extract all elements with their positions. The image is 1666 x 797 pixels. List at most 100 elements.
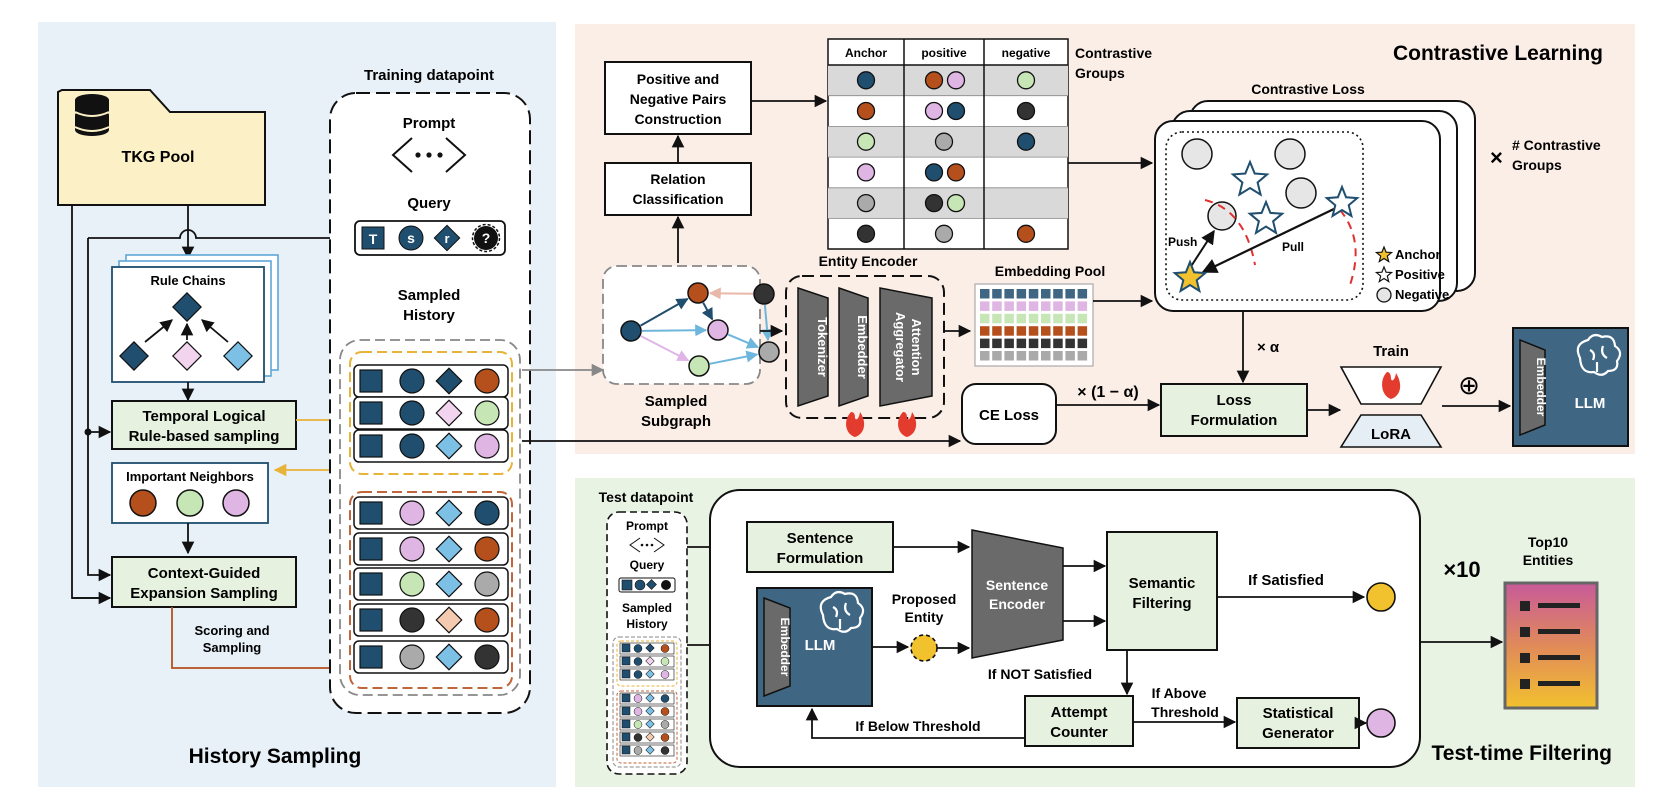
history-row-subject bbox=[399, 607, 425, 633]
query-label: Query bbox=[407, 195, 451, 212]
brain-icon-bottom bbox=[819, 590, 865, 633]
llm-embedder-top bbox=[1519, 338, 1546, 437]
embedding-cell bbox=[1053, 301, 1063, 311]
history-row-time bbox=[359, 369, 383, 393]
llm-top-label: LLM bbox=[1575, 395, 1606, 412]
mini-row-relation bbox=[645, 745, 655, 755]
mini-row-subject bbox=[633, 720, 643, 729]
embedding-cell bbox=[992, 301, 1002, 311]
mini-row-time bbox=[621, 643, 631, 653]
embedding-cell bbox=[1016, 351, 1027, 361]
sampled-history-label-1: Sampled bbox=[398, 287, 461, 304]
generated-entity-node bbox=[1366, 708, 1396, 738]
semantic-filtering-label-1: Semantic bbox=[1129, 575, 1196, 592]
table-negative-node bbox=[1016, 71, 1036, 90]
query-token-time bbox=[361, 226, 385, 250]
embedding-cell bbox=[1004, 289, 1014, 299]
tkg-pool-label: TKG Pool bbox=[122, 149, 195, 166]
embedding-cell bbox=[1077, 289, 1088, 299]
history-row-subject bbox=[399, 644, 425, 670]
sentence-formulation-box bbox=[746, 521, 894, 573]
table-anchor-node bbox=[856, 132, 876, 151]
mini-row-object bbox=[660, 644, 670, 653]
embedding-cell bbox=[1004, 351, 1014, 361]
proposed-entity-label-1: Proposed bbox=[892, 591, 957, 607]
mini-row-time bbox=[621, 706, 631, 716]
table-anchor-node bbox=[856, 101, 876, 121]
embedding-cell bbox=[1004, 301, 1014, 311]
statistical-generator-box bbox=[1236, 697, 1360, 749]
table-header-positive: positive bbox=[921, 46, 967, 60]
test-prompt-icon bbox=[629, 537, 665, 553]
subgraph-edge bbox=[640, 335, 690, 362]
negative-node-3 bbox=[1285, 177, 1317, 209]
embedding-cell bbox=[1065, 301, 1075, 311]
embedding-cell bbox=[1077, 338, 1088, 349]
test-query-strip bbox=[618, 577, 676, 593]
aggregator-label-1: Attention bbox=[909, 318, 924, 375]
lora-label: LoRA bbox=[1371, 426, 1411, 443]
aggregator-label-2: Aggregator bbox=[893, 312, 908, 382]
ce-loss-label: CE Loss bbox=[979, 407, 1039, 424]
mini-row-relation bbox=[645, 719, 655, 729]
embedding-cell bbox=[1041, 301, 1051, 311]
embedding-cell bbox=[1016, 313, 1027, 324]
scoring-label-2: Sampling bbox=[203, 640, 262, 655]
table-positive-node bbox=[924, 71, 944, 90]
embedding-cell bbox=[1053, 313, 1063, 324]
embedding-cell bbox=[980, 301, 990, 311]
mini-row-object bbox=[660, 720, 670, 729]
temporal-label-1: Temporal Logical bbox=[142, 408, 265, 425]
llm-embedder-top-label: Embedder bbox=[1534, 358, 1548, 417]
top10-label-2: Entities bbox=[1523, 552, 1574, 568]
history-row-time bbox=[359, 501, 383, 525]
table-positive-node bbox=[924, 193, 944, 213]
legend-anchor-label: Anchor bbox=[1395, 247, 1441, 262]
contrastive-loss-label: Contrastive Loss bbox=[1251, 81, 1365, 97]
embedding-cell bbox=[1004, 313, 1014, 324]
embedding-cell bbox=[1041, 313, 1051, 324]
embedding-cell bbox=[1053, 338, 1063, 349]
negative-node-1 bbox=[1181, 138, 1213, 170]
embedding-cell bbox=[1028, 289, 1039, 299]
history-row-time bbox=[359, 572, 383, 596]
if-satisfied-label: If Satisfied bbox=[1248, 572, 1324, 589]
table-positive-node bbox=[946, 101, 966, 121]
times-ten-label: ×10 bbox=[1443, 557, 1480, 582]
history-row-relation bbox=[435, 643, 463, 671]
embedding-cell bbox=[992, 313, 1002, 324]
history-row-object bbox=[474, 607, 500, 633]
rule-chains-label: Rule Chains bbox=[150, 273, 225, 288]
sampled-history-frame bbox=[339, 339, 521, 696]
alpha-label: × α bbox=[1257, 339, 1280, 356]
history-row bbox=[353, 429, 509, 463]
history-row-object bbox=[474, 368, 500, 394]
mini-row-time bbox=[621, 656, 631, 666]
test-sampled-label-1: Sampled bbox=[622, 601, 672, 615]
subgraph-edge bbox=[761, 304, 774, 342]
if-not-satisfied-label: If NOT Satisfied bbox=[988, 666, 1092, 682]
attention-aggregator-block bbox=[879, 287, 933, 407]
embedding-cell bbox=[980, 326, 990, 336]
legend-positive-star bbox=[1374, 265, 1394, 283]
embedder-block bbox=[838, 286, 869, 408]
neighbor-node-pink bbox=[222, 489, 250, 517]
table-positive-node bbox=[934, 132, 954, 151]
rule-history-group bbox=[349, 351, 513, 475]
sentence-encoder-label-1: Sentence bbox=[986, 577, 1048, 593]
sentence-encoder-label-2: Encoder bbox=[989, 596, 1046, 612]
tkg-pool-folder bbox=[57, 89, 266, 206]
test-sampled-label-2: History bbox=[626, 617, 668, 631]
embedding-cell bbox=[1016, 326, 1027, 336]
history-row-time bbox=[359, 537, 383, 561]
entity-encoder-frame bbox=[785, 275, 945, 419]
llm-bottom-label: LLM bbox=[805, 637, 836, 654]
temporal-label-2: Rule-based sampling bbox=[129, 428, 280, 445]
entity-encoder-label: Entity Encoder bbox=[819, 253, 918, 269]
testtime-panel-title: Test-time Filtering bbox=[1432, 742, 1612, 765]
history-row-relation bbox=[435, 432, 463, 460]
loss-card bbox=[1154, 120, 1441, 312]
contrastive-groups-label-2: Groups bbox=[1075, 65, 1125, 81]
negative-node-2 bbox=[1274, 138, 1306, 170]
